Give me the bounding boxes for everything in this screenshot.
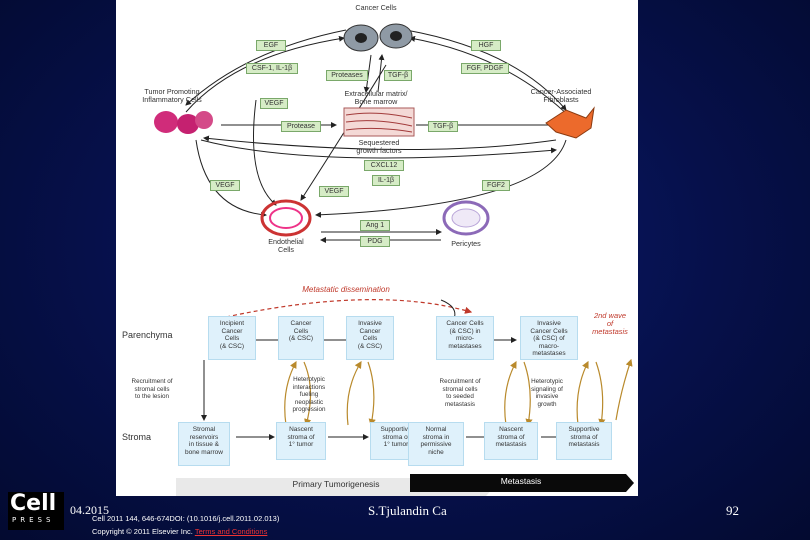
protease-mid-box: Protease: [281, 121, 321, 132]
cell-press-logo: Cell PRESS: [8, 492, 64, 530]
copyright: Copyright © 2011 Elsevier Inc. Terms and…: [92, 527, 267, 536]
il1b-box: IL-1β: [372, 175, 400, 186]
logo-cell: Cell: [10, 491, 57, 516]
note-heterotypic-signaling: Heterotypic signaling of invasive growth: [531, 378, 563, 408]
cancer-cells-label: Cancer Cells: [355, 3, 397, 12]
tumor-promoting-label: Tumor Promoting Inflammatory Cells: [142, 87, 202, 104]
note-recruitment-metastasis: Recruitment of stromal cells to seeded m…: [439, 378, 481, 408]
pericytes-label: Pericytes: [451, 239, 481, 248]
terms-link[interactable]: Terms and Conditions: [194, 527, 268, 536]
cancer-fibroblasts-label: Cancer-Associated Fibroblasts: [530, 87, 592, 104]
stroma-box-6: Supportive stroma of metastasis: [556, 422, 612, 460]
stroma-box-1: Stromal reservoirs in tissue & bone marr…: [178, 422, 230, 466]
endothelial-illustration: [260, 199, 312, 237]
parenchyma-box-2: Cancer Cells (& CSC): [278, 316, 324, 360]
note-heterotypic-interactions: Heterotypic interactions fueling neoplas…: [292, 376, 326, 413]
stroma-box-2: Nascent stroma of 1° tumor: [276, 422, 326, 460]
figure-panel: Cancer Cells EGF CSF-1, IL-1β Proteases …: [116, 0, 638, 496]
author: S.Tjulandin Ca: [368, 503, 447, 518]
parenchyma-box-5: Invasive Cancer Cells (& CSC) of macro- …: [520, 316, 578, 360]
csf-box: CSF-1, IL-1β: [246, 63, 298, 74]
vegf-low-left-box: VEGF: [210, 180, 240, 191]
inflammatory-cells-illustration: [154, 111, 213, 134]
copyright-text: Copyright © 2011 Elsevier Inc.: [92, 527, 193, 536]
primary-tumorigenesis-label: Primary Tumorigenesis: [292, 479, 380, 489]
vegf-low-mid-box: VEGF: [319, 186, 349, 197]
proteases-box: Proteases: [326, 70, 368, 81]
metastasis-label: Metastasis: [500, 476, 542, 486]
parenchyma-box-3: Invasive Cancer Cells (& CSC): [346, 316, 394, 360]
fibroblast-illustration: [545, 106, 595, 139]
ecm-label: Extracellular matrix/ Bone marrow: [344, 89, 408, 106]
metastasis-banner: [410, 474, 634, 492]
parenchyma-box-4: Cancer Cells (& CSC) in micro- metastase…: [436, 316, 494, 360]
parenchyma-box-1: Incipient Cancer Cells (& CSC): [208, 316, 256, 360]
stroma-box-5: Nascent stroma of metastasis: [484, 422, 538, 460]
cxcl12-box: CXCL12: [364, 160, 404, 171]
pdg-box: PDG: [360, 236, 390, 247]
pericytes-illustration: [442, 200, 490, 236]
tgfb-mid-box: TGF-β: [428, 121, 458, 132]
metastatic-dissemination-label: Metastatic dissemination: [302, 285, 390, 294]
slide-date: 04.2015: [70, 503, 109, 517]
cancer-cells-illustration: [343, 23, 413, 52]
note-recruitment-primary: Recruitment of stromal cells to the lesi…: [131, 378, 173, 400]
ecm-illustration: [343, 107, 415, 137]
stroma-box-4: Normal stroma in permissive niche: [408, 422, 464, 466]
ang1-box: Ang 1: [360, 220, 390, 231]
sequestered-label: Sequestered growth factors: [356, 138, 402, 155]
hgf-box: HGF: [471, 40, 501, 51]
vegf-left-box: VEGF: [260, 98, 288, 109]
citation: Cell 2011 144, 646-674DOI: (10.1016/j.ce…: [92, 514, 280, 523]
endothelial-label: Endothelial Cells: [268, 237, 304, 254]
stroma-label: Stroma: [122, 432, 152, 442]
tgfb-top-box: TGF-β: [384, 70, 412, 81]
fgf2-box: FGF2: [482, 180, 510, 191]
fgf-pdgf-box: FGF, PDGF: [461, 63, 509, 74]
page-number: 92: [726, 503, 739, 518]
second-wave-label: 2nd wave of metastasis: [592, 311, 628, 336]
parenchyma-label: Parenchyma: [122, 330, 173, 340]
egf-box: EGF: [256, 40, 286, 51]
logo-press: PRESS: [12, 516, 55, 524]
